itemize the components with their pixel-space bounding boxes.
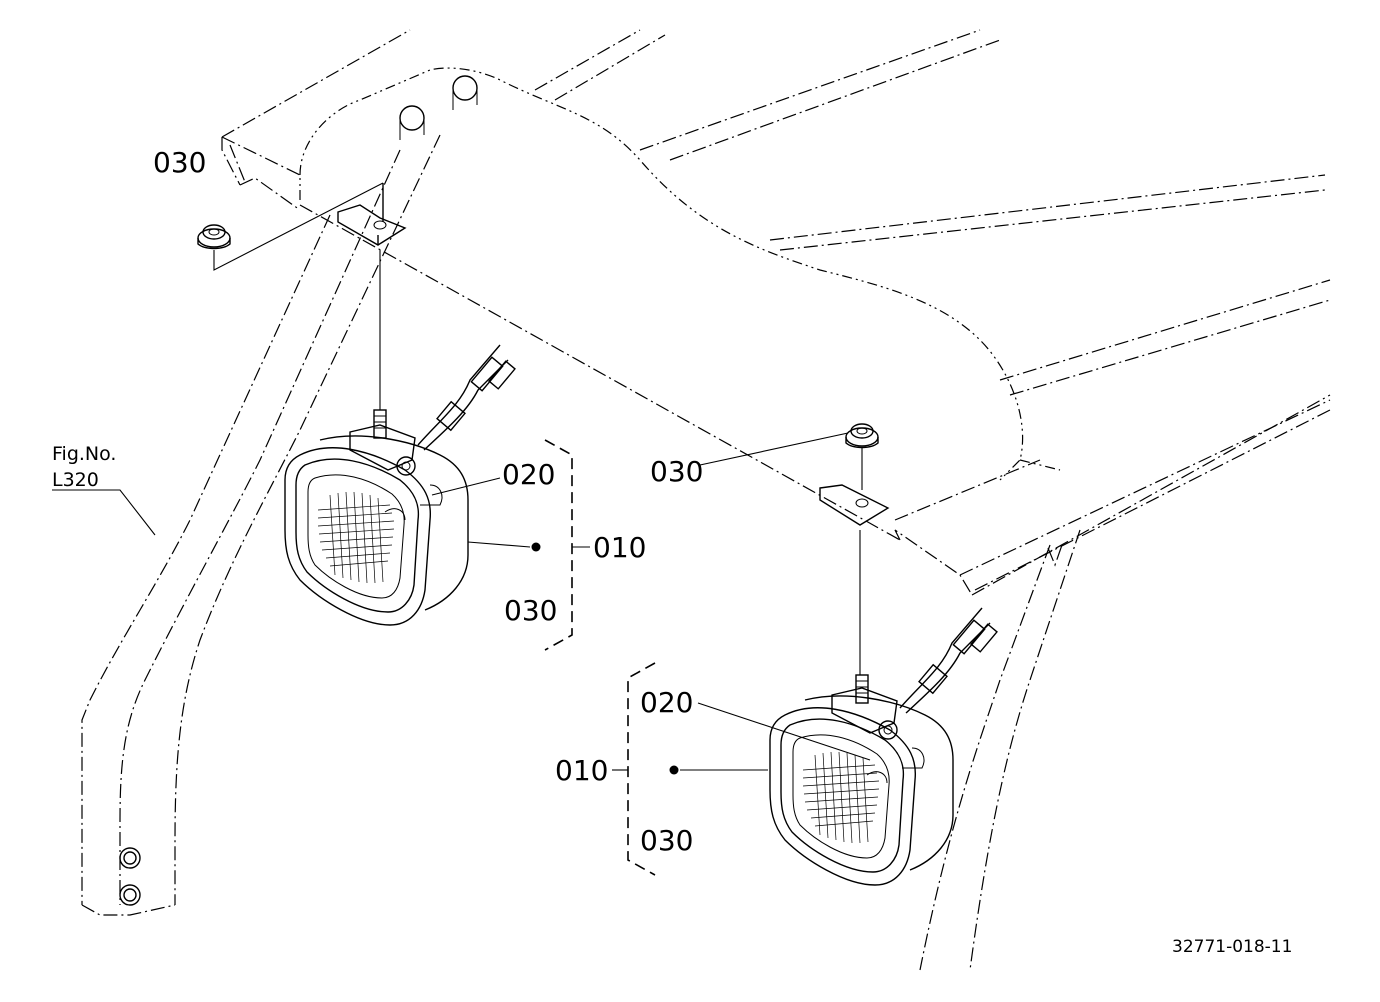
right-pillar-outline xyxy=(919,529,1081,971)
figure-reference-line1: Fig.No. xyxy=(52,443,116,465)
callout-030-top-left: 030 xyxy=(153,146,206,179)
drawing-number: 32771-018-11 xyxy=(1172,937,1292,957)
assembly-bracket-left xyxy=(544,439,573,651)
callout-020-lamp-right: 020 xyxy=(640,686,693,719)
mount-bracket-right xyxy=(819,484,890,526)
callout-010-lamp-right: 010 xyxy=(555,754,608,787)
callout-020-lamp-left: 020 xyxy=(502,458,555,491)
callout-010-lamp-left: 010 xyxy=(593,531,646,564)
flange-nut-center xyxy=(845,423,879,449)
flange-nut-top-left xyxy=(197,224,231,250)
left-pillar-outline xyxy=(81,134,441,916)
work-lamp-right xyxy=(769,607,998,886)
roof-canopy-outline xyxy=(221,29,1331,596)
leader-lines xyxy=(52,432,871,775)
callout-030-center: 030 xyxy=(650,455,703,488)
callout-030-lamp-right: 030 xyxy=(640,824,693,857)
callout-030-lamp-left: 030 xyxy=(504,594,557,627)
work-lamp-left xyxy=(284,344,516,626)
mount-bracket-left xyxy=(337,183,407,246)
assembly-bracket-right xyxy=(627,662,656,876)
figure-reference-line2: L320 xyxy=(52,469,99,491)
assembly-line-left xyxy=(213,182,384,271)
